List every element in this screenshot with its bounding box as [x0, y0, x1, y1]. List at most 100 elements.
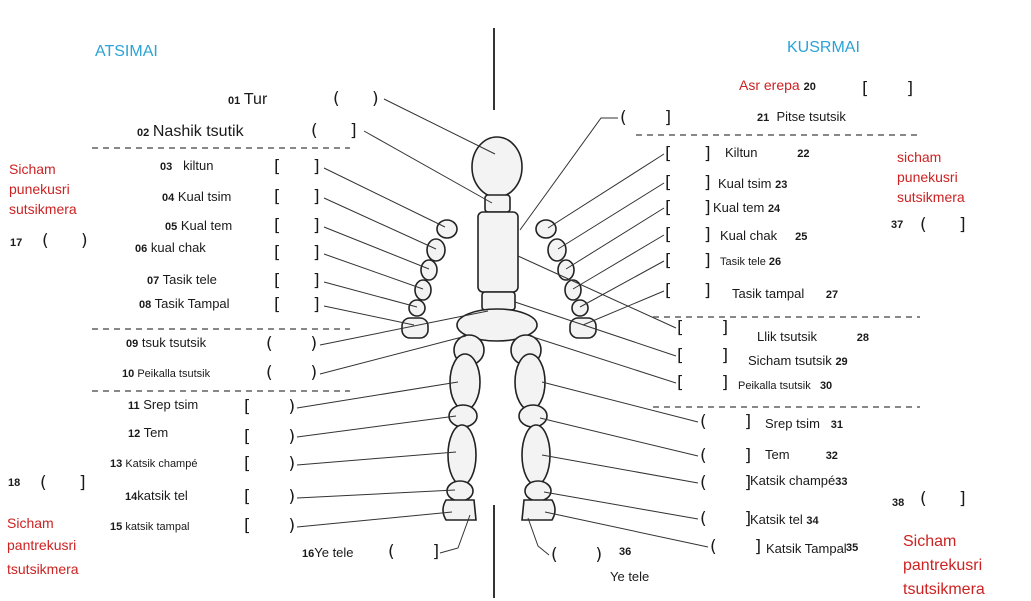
- svg-text:tsutsikmera: tsutsikmera: [7, 561, 79, 577]
- leader-31: [542, 382, 698, 422]
- leader-01: [384, 99, 495, 154]
- right-label-22: Kiltun 22: [725, 145, 810, 160]
- left-bracket-04: [ ]: [274, 187, 320, 207]
- left-bracket-12: [ ): [244, 427, 295, 447]
- mannequin-figure: [402, 137, 596, 520]
- left-bracket-16: ( ]: [388, 542, 439, 562]
- svg-text:sutsikmera: sutsikmera: [9, 201, 77, 217]
- left-label-03: 03 kiltun: [160, 158, 213, 173]
- right-bracket-32: ( ]: [700, 446, 751, 466]
- svg-text:Sicham: Sicham: [7, 515, 54, 531]
- left-label-16: 16Ye tele: [302, 545, 354, 560]
- leader-34: [544, 492, 698, 519]
- right-label-31: Srep tsim 31: [765, 416, 843, 431]
- left-label-14: 14katsik tel: [125, 488, 188, 503]
- svg-text:( ]: ( ]: [920, 489, 966, 509]
- right-bracket-28: [ ]: [677, 318, 728, 338]
- left-lower-group: 18 ( ] Sicham pantrekusri tsutsikmera: [7, 473, 86, 577]
- svg-text:pantrekusri: pantrekusri: [903, 557, 982, 574]
- left-bracket-09: ( ): [266, 334, 317, 354]
- left-bracket-05: [ ]: [274, 216, 320, 236]
- right-label-27: Tasik tampal 27: [732, 286, 838, 301]
- leader-15: [297, 512, 452, 527]
- right-bracket-22: [ ]: [665, 144, 711, 164]
- svg-text:sicham: sicham: [897, 149, 941, 165]
- leader-21: [520, 118, 618, 230]
- left-bracket-06: [ ]: [274, 243, 320, 263]
- right-label-25: Kual chak 25: [720, 228, 807, 243]
- right-label-28: Llik tsutsik 28: [757, 329, 869, 344]
- right-bracket-25: [ ]: [665, 225, 711, 245]
- leader-22: [548, 154, 664, 228]
- left-upper-group: Sicham punekusri sutsikmera 17 ( ): [9, 161, 88, 251]
- right-bracket-34: ( ]: [700, 509, 751, 529]
- left-label-09: 09 tsuk tsutsik: [126, 335, 207, 350]
- left-label-08: 08 Tasik Tampal: [139, 296, 230, 311]
- leader-24: [566, 208, 664, 269]
- right-label-34: Katsik tel 34: [750, 512, 819, 527]
- right-lower-group: 38 ( ] Sicham pantrekusri tsutsikmera: [892, 489, 985, 598]
- svg-text:37: 37: [891, 219, 903, 231]
- svg-text:( ]: ( ]: [920, 215, 966, 235]
- left-label-01: 01 Tur: [228, 91, 268, 108]
- left-bracket-14: [ ): [244, 487, 295, 507]
- left-label-10: 10 Peikalla tsutsik: [122, 368, 211, 380]
- svg-text:Sicham: Sicham: [903, 533, 956, 550]
- leader-07: [324, 282, 417, 307]
- right-label-20: Asr erepa 20: [739, 77, 816, 93]
- left-bracket-08: [ ]: [274, 295, 320, 315]
- leader-35: [545, 512, 708, 547]
- leader-12: [297, 416, 456, 437]
- leader-05: [324, 227, 429, 269]
- leader-03: [324, 168, 445, 227]
- left-label-07: 07 Tasik tele: [147, 272, 217, 287]
- right-label-35-line1: Katsik Tampal: [766, 541, 847, 556]
- left-label-12: 12 Tem: [128, 425, 168, 440]
- leader-36: [528, 518, 549, 555]
- svg-text:sutsikmera: sutsikmera: [897, 189, 965, 205]
- right-label-26: Tasik tele 26: [720, 256, 781, 268]
- leader-14: [297, 490, 455, 498]
- leader-11: [297, 382, 458, 408]
- leader-06: [324, 254, 423, 289]
- left-bracket-01: ( ): [333, 89, 379, 109]
- right-label-35-num: 35: [846, 542, 858, 554]
- left-bracket-03: [ ]: [274, 157, 320, 177]
- leader-26: [580, 261, 664, 307]
- svg-text:( ): ( ): [42, 231, 88, 251]
- leader-08: [324, 306, 414, 325]
- leader-04: [324, 198, 436, 249]
- left-label-13: 13 Katsik champé: [110, 458, 197, 470]
- leader-10: [320, 336, 466, 374]
- svg-text:punekusri: punekusri: [9, 181, 70, 197]
- left-bracket-13: [ ): [244, 454, 295, 474]
- right-label-32: Tem 32: [765, 447, 838, 462]
- svg-text:Sicham: Sicham: [9, 161, 56, 177]
- left-label-15: 15 katsik tampal: [110, 521, 190, 533]
- right-label-24: Kual tem 24: [713, 200, 781, 215]
- svg-text:tsutsikmera: tsutsikmera: [903, 581, 985, 598]
- left-header: ATSIMAI: [95, 43, 158, 60]
- right-label-29: Sicham tsutsik 29: [748, 353, 848, 368]
- left-bracket-07: [ ]: [274, 271, 320, 291]
- right-label-33: Katsik champé33: [750, 473, 848, 488]
- leader-25: [573, 235, 664, 289]
- leader-13: [297, 452, 456, 465]
- right-upper-group: sicham punekusri sutsikmera 37 ( ]: [891, 149, 966, 235]
- right-bracket-33: ( ]: [700, 473, 751, 493]
- svg-text:punekusri: punekusri: [897, 169, 958, 185]
- left-bracket-10: ( ): [266, 363, 317, 383]
- left-label-11: 11 Srep tsim: [128, 397, 198, 412]
- leader-33: [542, 455, 698, 483]
- right-bracket-23: [ ]: [665, 173, 711, 193]
- left-label-02: 02 Nashik tsutik: [137, 123, 245, 140]
- right-label-36-num: 36: [619, 546, 631, 558]
- right-bracket-26: [ ]: [665, 251, 711, 271]
- right-bracket-31: ( ]: [700, 412, 751, 432]
- right-label-36-text: Ye tele: [610, 569, 649, 584]
- right-bracket-27: [ ]: [665, 281, 711, 301]
- right-bracket-36: ( ): [551, 545, 602, 565]
- leader-27: [583, 291, 664, 325]
- right-bracket-35: ( ]: [710, 537, 761, 557]
